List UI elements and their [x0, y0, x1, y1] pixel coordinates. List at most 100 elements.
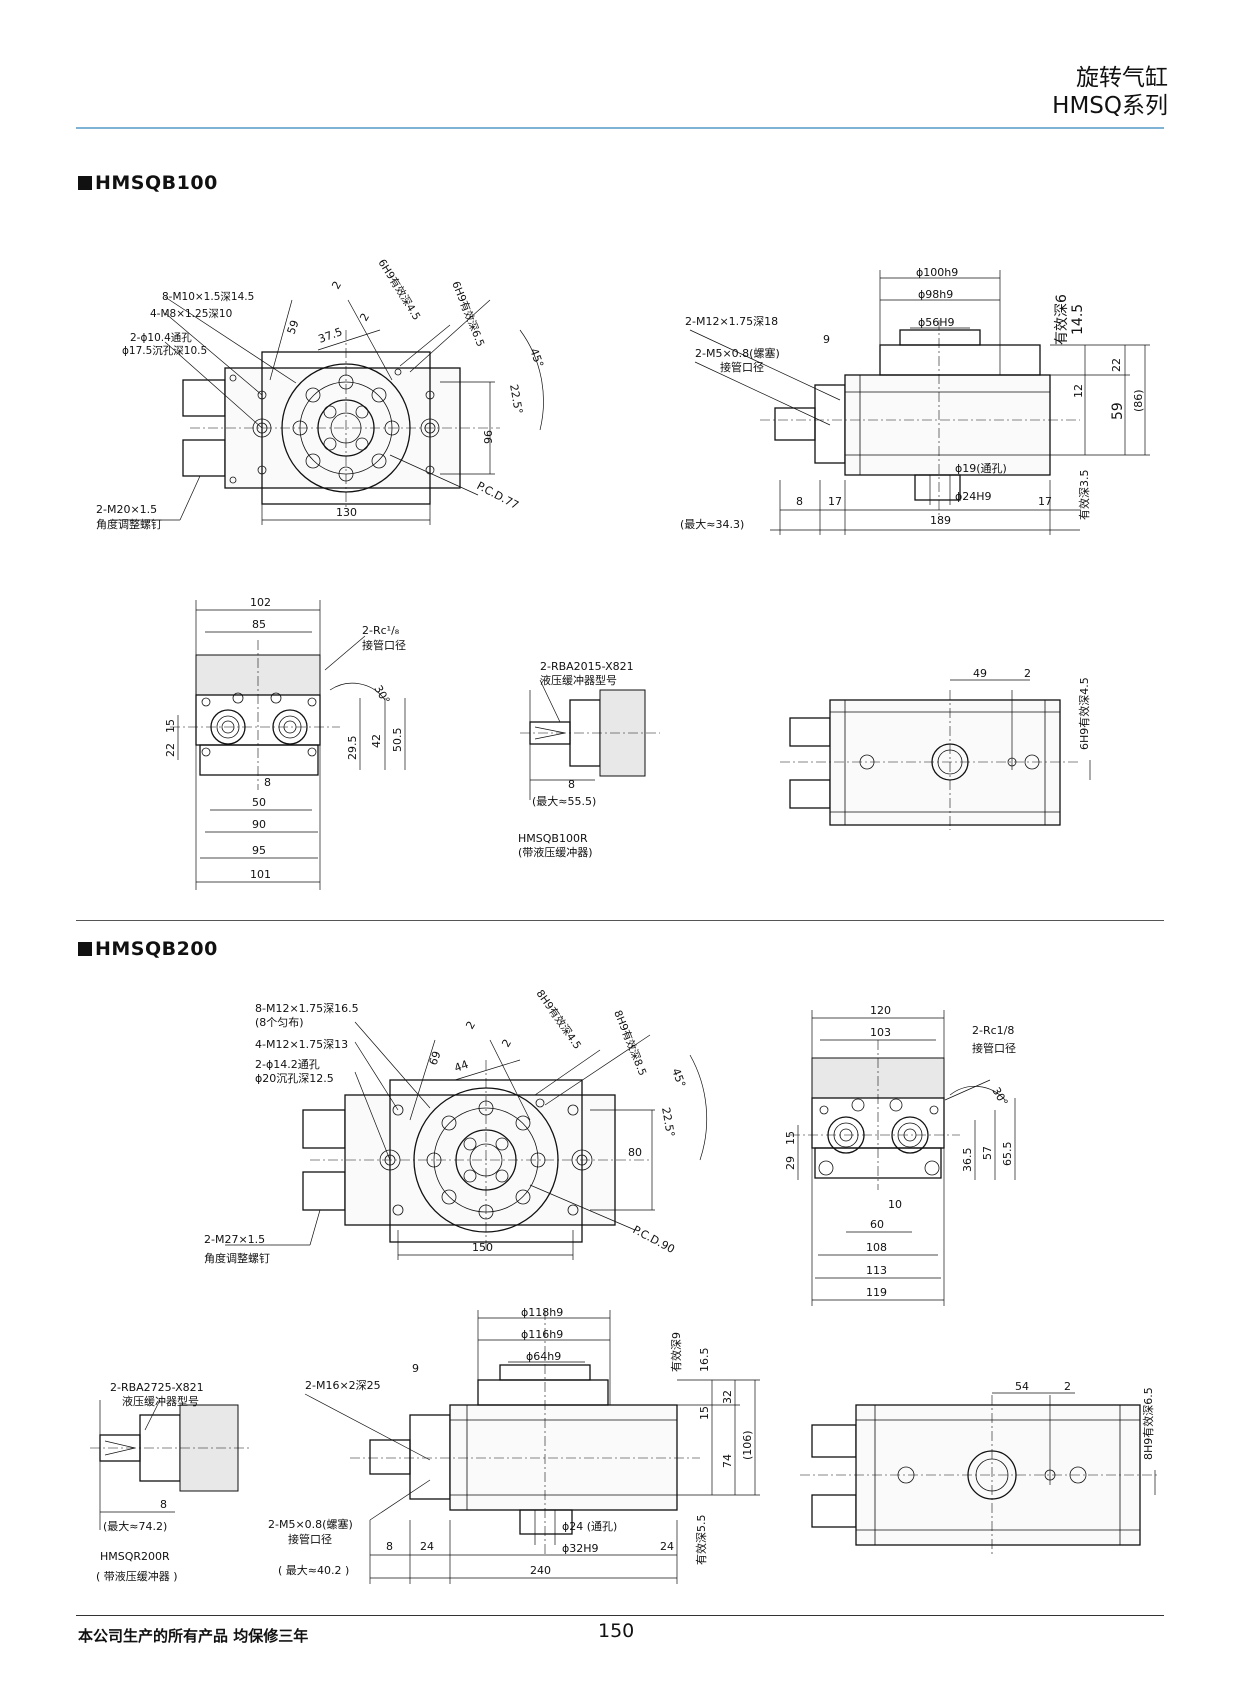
b200-side-dim-24a: 24 [420, 1540, 434, 1553]
b100-side-dim-17a: 17 [828, 495, 842, 508]
b200-end-dim-15: 15 [784, 1131, 797, 1145]
b200-front-dim-2b: 2 [499, 1037, 514, 1050]
b100-side-phi19: ϕ19(通孔) [955, 462, 1007, 475]
b100-side-callout-port: 接管口径 [720, 360, 764, 374]
b200-end-view: 120 103 2-Rc1/8 接管口径 30° 29 15 36.5 57 6… [784, 1004, 1016, 1306]
footer-note: 本公司生产的所有产品 均保修三年 [78, 1627, 309, 1645]
b200-front-angle-22-5: 22.5° [659, 1106, 677, 1138]
b100-side-dim-9: 9 [823, 333, 830, 346]
b200-front-pin-hole-b: 8H9有效深8.5 [611, 1008, 649, 1077]
b100-side-dim-189: 189 [930, 514, 951, 527]
b100-shock-dim-8: 8 [568, 778, 575, 791]
b200-side-dim-16-5: 16.5 [698, 1348, 711, 1373]
b100-top-pin-hole: 6H9有效深4.5 [1077, 677, 1091, 750]
b100-shock-max: (最大≈55.5) [532, 794, 596, 808]
b200-front-callout-holes-note: (8个匀布) [255, 1016, 304, 1029]
b200-side-phi116: ϕ116h9 [521, 1328, 563, 1341]
b200-side-view: ϕ118h9 ϕ116h9 ϕ64h9 2-M16×2深25 9 有效深9 16… [268, 1306, 760, 1584]
page-number: 150 [598, 1620, 635, 1642]
b100-side-depth6: 有效深6 [1054, 294, 1070, 345]
b100-end-dim-101: 101 [250, 868, 271, 881]
b100-front-callout-thru: 2-ϕ10.4通孔 [130, 331, 192, 344]
b200-shock-max: (最大≈74.2) [103, 1519, 167, 1533]
b100-side-dim-59: 59 [1110, 402, 1126, 420]
b100-front-callout-screw-desc: 角度调整螺钉 [96, 517, 162, 531]
b100-side-dim-86: (86) [1132, 389, 1145, 412]
b200-side-callout-tap: 2-M16×2深25 [305, 1379, 381, 1392]
b100-side-max: (最大≈34.3) [680, 517, 744, 531]
b200-end-dim-60: 60 [870, 1218, 884, 1231]
b200-side-dim-24b: 24 [660, 1540, 674, 1553]
b200-side-dim-106: (106) [741, 1430, 754, 1460]
b100-front-dim-130: 130 [336, 506, 357, 519]
b200-side-callout-plug: 2-M5×0.8(螺塞) [268, 1517, 353, 1531]
b100-side-callout-tap: 2-M12×1.75深18 [685, 315, 778, 328]
b100-top-dim-49: 49 [973, 667, 987, 680]
b200-front-callout-holes: 8-M12×1.75深16.5 [255, 1002, 359, 1015]
section-title-b100: HMSQB100 [78, 172, 218, 194]
b100-side-dim-17b: 17 [1038, 495, 1052, 508]
b200-front-callout-cbore: ϕ20沉孔深12.5 [255, 1072, 334, 1085]
b200-end-dim-120: 120 [870, 1004, 891, 1017]
b100-front-dim-2a: 2 [329, 279, 344, 292]
b200-end-dim-103: 103 [870, 1026, 891, 1039]
header-subtitle: HMSQ系列 [1052, 93, 1168, 119]
b100-shock-product-desc: (带液压缓冲器) [518, 845, 593, 859]
b200-end-dim-57: 57 [981, 1146, 994, 1160]
b100-end-dim-15: 15 [164, 719, 177, 733]
b200-side-dim-32: 32 [721, 1390, 734, 1404]
b200-front-dim-69: 69 [427, 1049, 444, 1067]
b100-side-view: ϕ100h9 ϕ98h9 ϕ56H9 2-M12×1.75深18 2-M5×0.… [680, 266, 1150, 535]
b100-front-pin-hole-b: 6H9有效深6.5 [449, 279, 487, 348]
b100-shock-view: 2-RBA2015-X821 液压缓冲器型号 8 (最大≈55.5) HMSQB… [518, 660, 660, 859]
section-marker-icon [78, 942, 92, 956]
b100-end-dim-95: 95 [252, 844, 266, 857]
b200-side-callout-port: 接管口径 [288, 1532, 332, 1546]
b200-shock-product: HMSQR200R [100, 1550, 170, 1563]
b200-top-dim-54: 54 [1015, 1380, 1029, 1393]
b200-front-pin-hole-a: 8H9有效深4.5 [534, 987, 584, 1051]
b200-side-dim-8: 8 [386, 1540, 393, 1553]
b200-shock-view: 2-RBA2725-X821 液压缓冲器型号 8 (最大≈74.2) HMSQR… [90, 1381, 250, 1583]
b100-end-dim-102: 102 [250, 596, 271, 609]
b200-front-pcd: P.C.D.90 [631, 1223, 677, 1256]
b100-end-port: 2-Rc¹/₈ [362, 624, 400, 637]
b100-end-dim-90: 90 [252, 818, 266, 831]
b100-side-depth3-5: 有效深3.5 [1077, 470, 1091, 521]
b100-front-callout-cbore: ϕ17.5沉孔深10.5 [122, 344, 207, 357]
b100-side-dim-8: 8 [796, 495, 803, 508]
b200-end-dim-113: 113 [866, 1264, 887, 1277]
b200-side-dim-74: 74 [721, 1454, 734, 1468]
b100-end-dim-42: 42 [370, 734, 383, 748]
b200-end-dim-119: 119 [866, 1286, 887, 1299]
b200-front-angle-45: 45° [669, 1067, 688, 1090]
b100-shock-product: HMSQB100R [518, 832, 588, 845]
footer-rule [76, 1615, 1164, 1616]
section-separator [76, 920, 1164, 921]
section-marker-icon [78, 176, 92, 190]
b100-end-dim-22: 22 [164, 743, 177, 757]
b100-shock-model-desc: 液压缓冲器型号 [540, 673, 617, 687]
b200-shock-model-desc: 液压缓冲器型号 [122, 1394, 199, 1408]
b200-front-callout-tap: 4-M12×1.75深13 [255, 1038, 348, 1051]
b200-end-angle-30: 30° [989, 1085, 1010, 1108]
b100-side-phi98: ϕ98h9 [918, 288, 953, 301]
b100-front-callout-holes: 8-M10×1.5深14.5 [162, 291, 254, 303]
b200-side-phi118: ϕ118h9 [521, 1306, 563, 1319]
b100-side-dim-22: 22 [1110, 358, 1123, 372]
b200-side-dim-9: 9 [412, 1362, 419, 1375]
b200-front-dim-150: 150 [472, 1241, 493, 1254]
b100-front-pin-hole-a: 6H9有效深4.5 [375, 257, 423, 323]
b200-end-dim-29: 29 [784, 1156, 797, 1170]
b100-front-callout-screw: 2-M20×1.5 [96, 503, 157, 516]
b100-top-view: 49 2 6H9有效深4.5 [780, 667, 1091, 830]
b200-end-dim-108: 108 [866, 1241, 887, 1254]
b100-front-pcd: P.C.D.77 [475, 479, 521, 512]
b100-end-dim-50: 50 [252, 796, 266, 809]
b100-front-dim-96: 96 [481, 430, 494, 444]
b200-top-pin-hole: 8H9有效深6.5 [1141, 1387, 1155, 1460]
b200-side-depth9: 有效深9 [669, 1332, 683, 1372]
b200-end-dim-10: 10 [888, 1198, 902, 1211]
header-rule [76, 127, 1164, 129]
